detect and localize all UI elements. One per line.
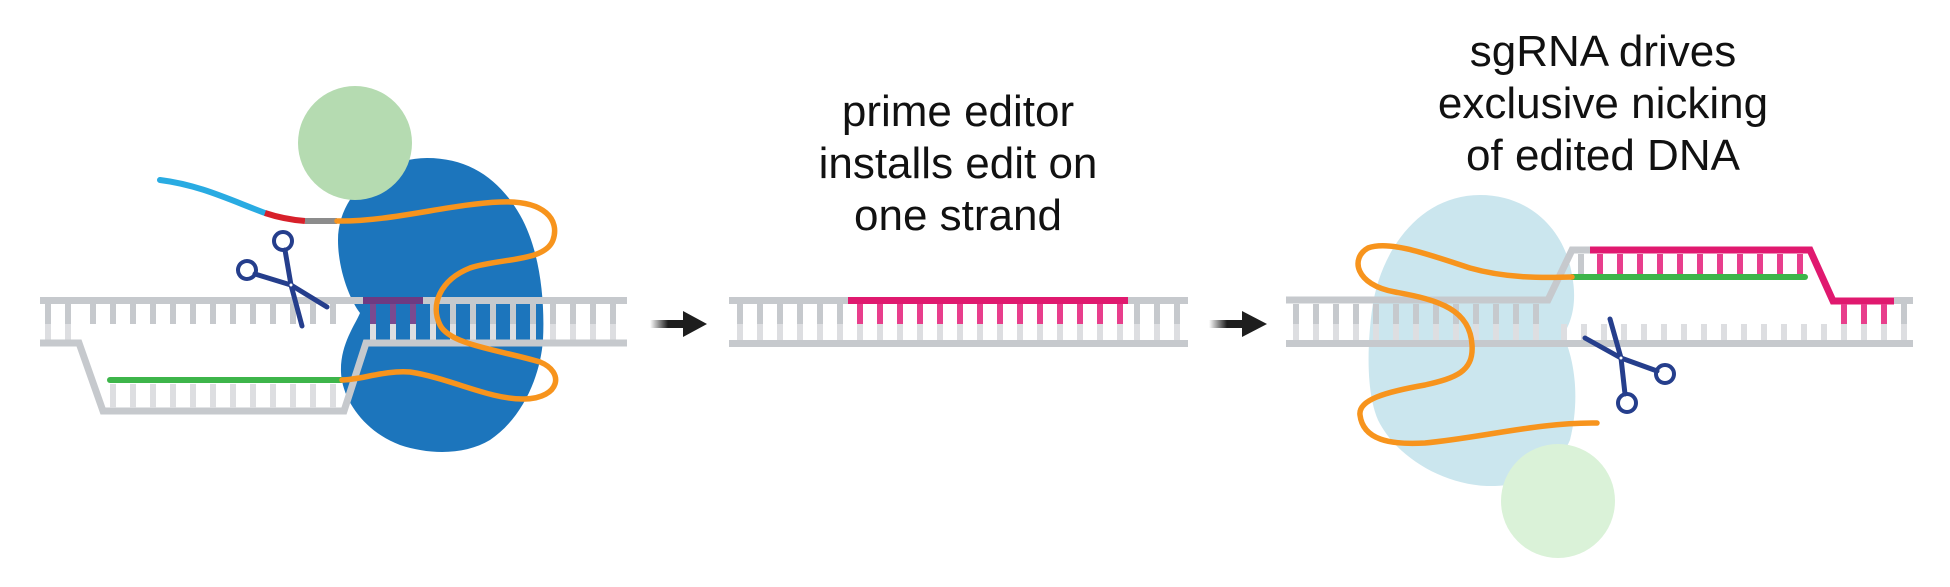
caption-line: one strand [854, 191, 1062, 240]
effector-domain-circle [1501, 444, 1615, 558]
step-2-panel [729, 297, 1188, 347]
sgrna-scaffold [1355, 243, 1600, 447]
rt-domain-circle [298, 86, 412, 200]
caption-line: sgRNA drives [1469, 27, 1737, 76]
pegrna-scaffold [334, 199, 559, 402]
step-1-panel [40, 86, 627, 452]
caption-line: of edited DNA [1466, 131, 1740, 180]
arrow-icon [650, 311, 707, 337]
edited-strand-displaced [1590, 246, 1894, 305]
caption-line: installs edit on [818, 139, 1098, 188]
scissors-icon [1582, 316, 1676, 414]
dna-duplex-2 [729, 297, 1188, 347]
dna-duplex-1 [40, 297, 627, 415]
caption-line: exclusive nicking [1437, 79, 1769, 128]
step-3-caption: sgRNA drives exclusive nicking of edited… [1403, 26, 1803, 182]
pegrna-spacer [157, 177, 268, 216]
scissors-icon [236, 230, 330, 329]
edit-site [363, 297, 423, 304]
step-2-caption: prime editor installs edit on one strand [758, 86, 1158, 242]
bottom-strand-flap [40, 339, 627, 415]
caption-line: prime editor [841, 87, 1075, 136]
edited-strand [848, 297, 1128, 304]
arrow-icon [1209, 311, 1267, 337]
step-3-panel [1286, 195, 1913, 558]
cas9-protein-dark [338, 158, 544, 452]
pegrna-red-segment [264, 210, 306, 224]
